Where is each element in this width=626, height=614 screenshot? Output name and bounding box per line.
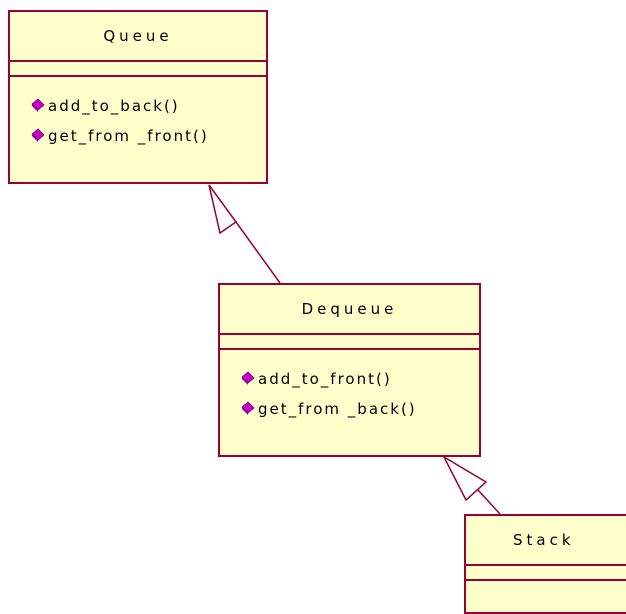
class-name: Stack <box>466 516 626 566</box>
public-operation-diamond-icon <box>241 371 255 385</box>
operation-item[interactable]: add_to_back() <box>30 91 260 121</box>
generalization-stack-to-dequeue <box>442 455 501 515</box>
operation-label: add_to_front() <box>258 370 392 388</box>
public-operation-diamond-icon <box>241 401 255 415</box>
operation-label: add_to_back() <box>48 97 180 115</box>
operation-label: get_from _front() <box>48 127 209 145</box>
class-name: Dequeue <box>220 285 479 335</box>
stack-class[interactable]: Stack <box>464 514 626 614</box>
attributes-compartment <box>466 566 626 581</box>
operations-compartment: add_to_front() get_from _back() <box>220 350 479 424</box>
operation-item[interactable]: get_from _back() <box>240 394 473 424</box>
generalization-dequeue-to-queue <box>208 184 281 284</box>
operation-label: get_from _back() <box>258 400 417 418</box>
public-operation-diamond-icon <box>31 98 45 112</box>
dequeue-class[interactable]: Dequeue add_to_front() get_from _back() <box>218 283 481 457</box>
attributes-compartment <box>10 62 266 77</box>
operation-item[interactable]: get_from _front() <box>30 121 260 151</box>
operation-item[interactable]: add_to_front() <box>240 364 473 394</box>
operations-compartment: add_to_back() get_from _front() <box>10 77 266 151</box>
public-operation-diamond-icon <box>31 128 45 142</box>
queue-class[interactable]: Queue add_to_back() get_from _front() <box>8 10 268 184</box>
attributes-compartment <box>220 335 479 350</box>
class-name: Queue <box>10 12 266 62</box>
